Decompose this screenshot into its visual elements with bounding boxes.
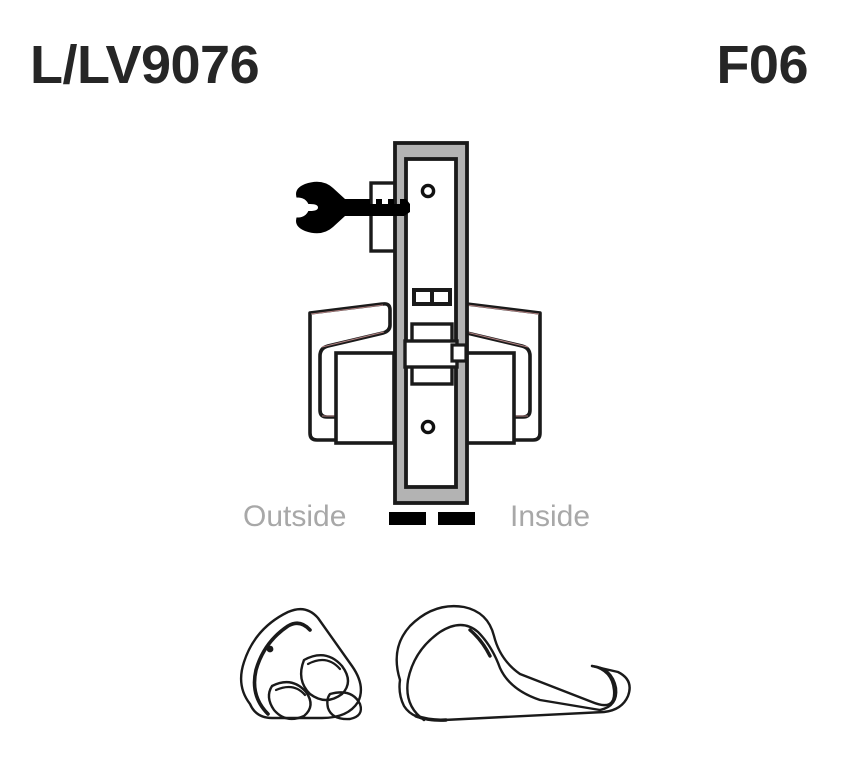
function-code: F06 — [716, 35, 808, 95]
key — [287, 181, 410, 234]
header: L/LV9076 F06 — [0, 32, 850, 104]
door-mark-right — [438, 512, 475, 525]
door-mark-left — [389, 512, 426, 525]
label-outside: Outside — [243, 500, 347, 533]
cross-section-svg — [287, 141, 542, 505]
screw-hole-top — [420, 183, 436, 199]
orientation-labels: Outside Inside — [0, 497, 850, 541]
latchbolt — [403, 322, 468, 386]
lock-cross-section-diagram — [0, 128, 850, 548]
escutcheon-rose — [239, 607, 363, 721]
page-title-model-code: L/LV9076 — [30, 35, 260, 95]
lever-handle — [395, 605, 631, 722]
trim-renderings — [0, 570, 850, 750]
rose-outside — [334, 351, 396, 445]
deadbolt — [412, 288, 452, 306]
screw-hole-bottom — [420, 419, 436, 435]
label-inside: Inside — [510, 500, 591, 533]
renderings-svg — [239, 605, 631, 722]
